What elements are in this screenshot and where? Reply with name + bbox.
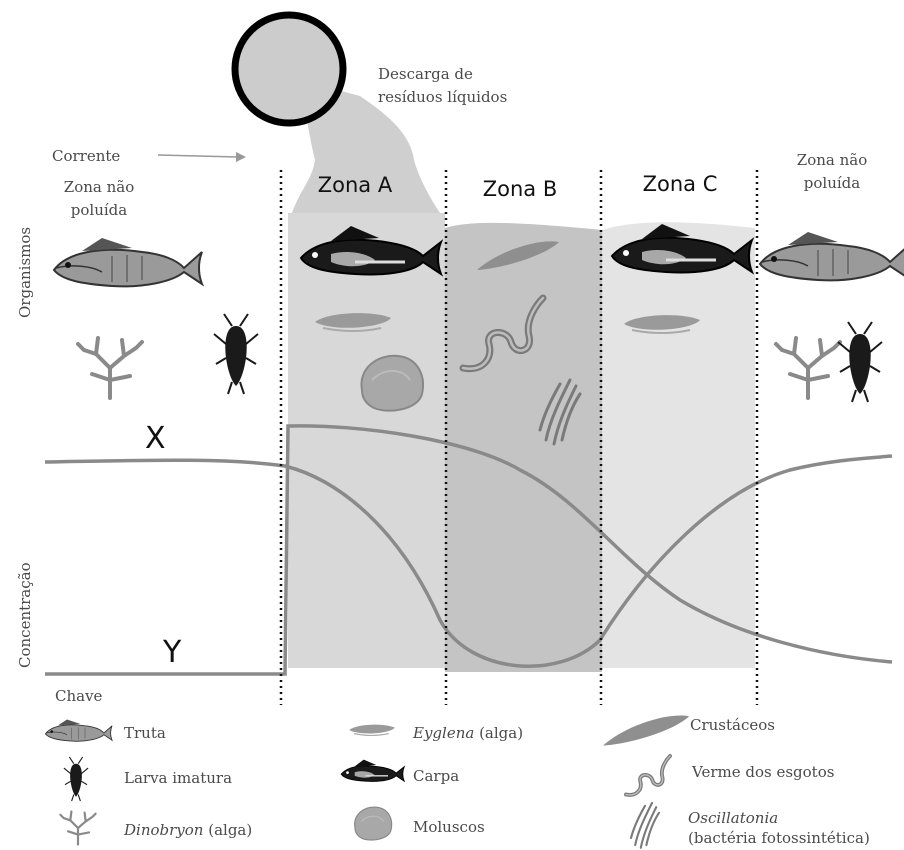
legend-crustacean-icon <box>603 715 689 745</box>
svg-text:Dinobryon (alga): Dinobryon (alga) <box>123 821 252 839</box>
larva-right-icon <box>838 322 882 402</box>
left-zone-line2: poluída <box>71 201 127 219</box>
curve-y-label: Y <box>162 635 182 670</box>
right-zone-line1: Zona não <box>797 151 867 169</box>
legend-carpa: Carpa <box>413 767 459 785</box>
legend-euglena-suffix: (alga) <box>474 724 523 742</box>
dinobryon-right-icon <box>776 338 840 398</box>
larva-left-icon <box>214 314 258 394</box>
axis-concentration: Concentração <box>16 562 34 668</box>
legend-larva-icon <box>64 757 88 801</box>
curve-x-label: X <box>145 421 166 456</box>
legend-moluscos: Moluscos <box>413 818 485 836</box>
legend-euglena-icon <box>349 725 395 736</box>
legend-carp-icon <box>341 760 404 782</box>
zone-c-label: Zona C <box>643 172 718 196</box>
legend-oscillatonia-line2: (bactéria fotossintética) <box>688 829 870 847</box>
right-zone-line2: poluída <box>804 174 860 192</box>
discharge-label-line2: resíduos líquidos <box>378 88 507 106</box>
trout-right-icon <box>760 232 904 280</box>
zone-a-water <box>288 213 445 668</box>
dinobryon-left-icon <box>78 338 142 398</box>
legend-mollusc-icon <box>355 807 392 840</box>
legend-worm-icon <box>626 756 670 795</box>
legend-larva: Larva imatura <box>124 769 232 787</box>
legend-verme: Verme dos esgotos <box>691 763 834 781</box>
discharge-label-line1: Descarga de <box>378 65 473 83</box>
legend-truta: Truta <box>124 724 166 742</box>
legend-dinobryon-suffix: (alga) <box>203 821 252 839</box>
trout-left-icon <box>54 238 202 286</box>
left-zone-line1: Zona não <box>64 178 134 196</box>
discharge-pipe-icon <box>235 15 343 123</box>
current-arrow-icon <box>158 155 238 157</box>
key-title: Chave <box>55 687 103 705</box>
zone-b-label: Zona B <box>483 177 558 201</box>
axis-organisms: Organismos <box>16 227 34 318</box>
mollusc-zone-a-icon <box>361 356 423 411</box>
legend-oscillatonia-icon <box>631 803 659 848</box>
current-label: Corrente <box>52 147 120 165</box>
legend-trout-icon <box>45 720 112 742</box>
legend-euglena: Eyglena <box>412 724 474 742</box>
svg-text:Eyglena (alga): Eyglena (alga) <box>412 724 523 742</box>
legend-dinobryon-icon <box>60 812 95 845</box>
legend-oscillatonia: Oscillatonia <box>688 809 778 827</box>
legend-dinobryon: Dinobryon <box>123 821 203 839</box>
zone-a-label: Zona A <box>318 173 393 197</box>
legend-crustaceos: Crustáceos <box>690 716 775 734</box>
